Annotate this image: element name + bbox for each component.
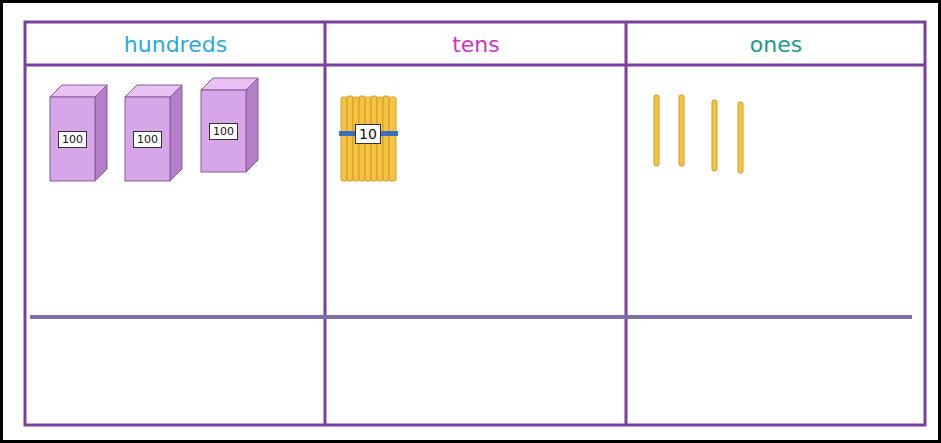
value-text: 100 [137,133,158,146]
value-label: 10 [355,124,381,144]
header-text: ones [750,32,802,57]
value-text: 10 [359,126,377,142]
sum-line [30,315,912,319]
table-frame [25,22,925,425]
hundred-cube [125,85,182,181]
hundred-cube [201,78,258,172]
ten-bundle [339,96,398,181]
column-line [625,22,628,425]
header-text: hundreds [124,32,227,57]
one-stick [654,95,743,173]
value-label: 100 [209,123,238,140]
value-text: 100 [62,133,83,146]
column-header: tens [327,24,625,64]
column-line [324,22,327,425]
value-label: 100 [133,131,162,148]
value-text: 100 [213,125,234,138]
column-header: ones [628,24,924,64]
header-line [25,64,925,67]
header-text: tens [452,32,500,57]
column-header: hundreds [27,24,324,64]
hundred-cube [50,85,107,181]
value-label: 100 [58,131,87,148]
